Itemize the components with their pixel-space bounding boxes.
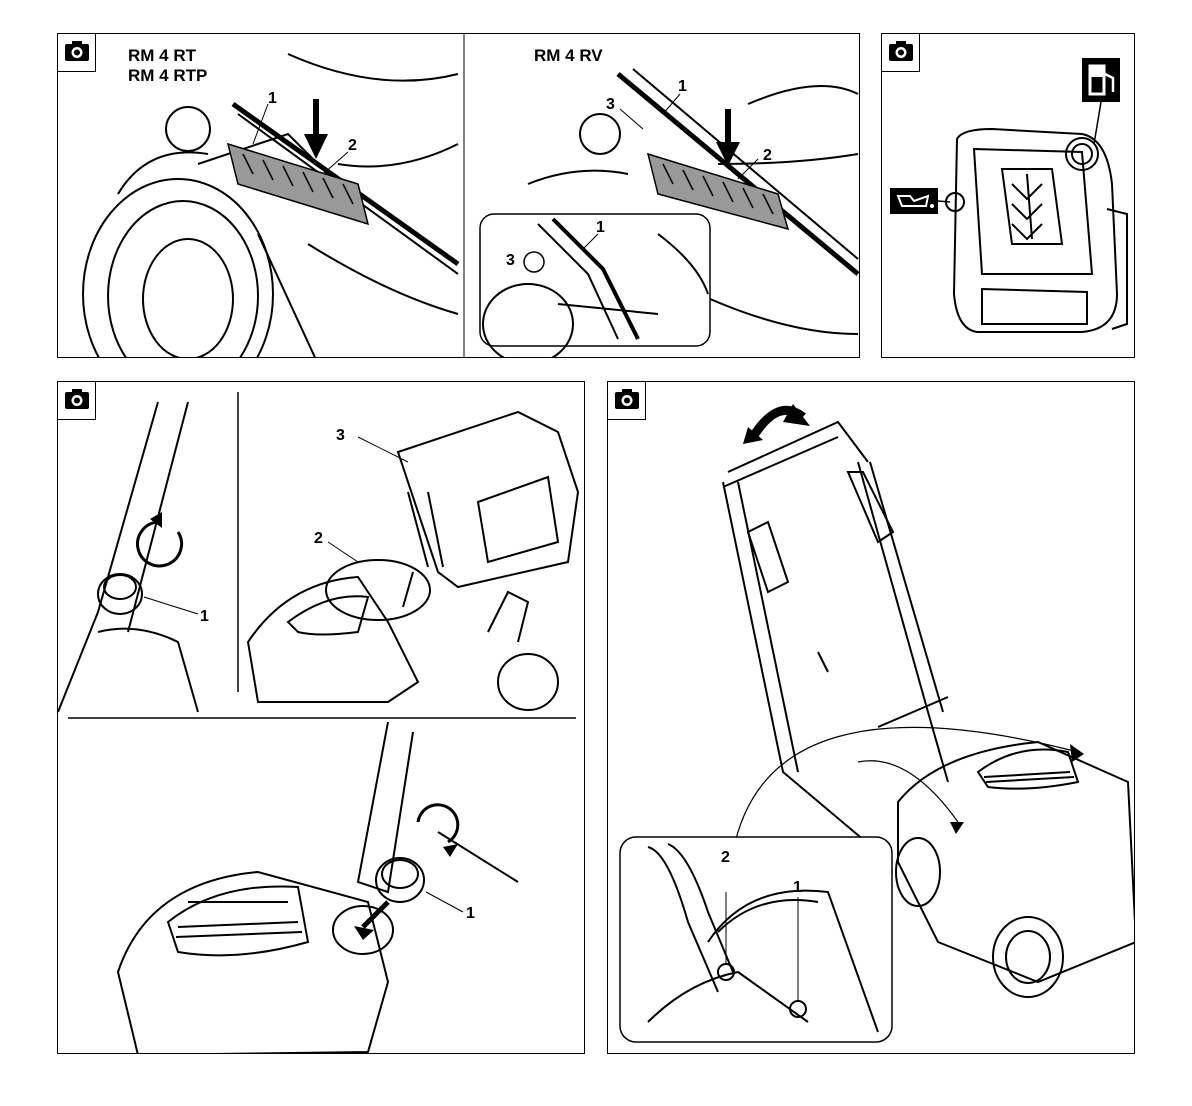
callout-inset-1: 1 [596,219,605,237]
panel-handle-adjustment: 2 1 [607,381,1135,1054]
model-label-rm4rv: RM 4 RV [534,46,603,66]
callout-cap-bottom-1: 1 [466,905,475,923]
callout-right-3: 3 [606,96,615,114]
mower-illustration [608,382,1135,1054]
model-label-rm4rtp: RM 4 RTP [128,66,207,86]
callout-right-1: 1 [678,78,687,96]
panel-fuel-filling: 1 2 3 1 [57,381,585,1054]
callout-canister-3: 3 [336,427,345,445]
callout-cap-top-1: 1 [200,608,209,626]
callout-left-2: 2 [348,137,357,155]
callout-bolt-1: 1 [793,879,802,897]
refuel-illustration [58,382,585,1054]
panel-engine-fill-points [881,33,1135,358]
callout-right-2: 2 [763,147,772,165]
engine-illustration [882,34,1135,358]
callout-hose-2: 2 [314,530,323,548]
callout-bolt-2: 2 [721,849,730,867]
callout-left-1: 1 [268,90,277,108]
panel-handle-cable-routing: RM 4 RT RM 4 RTP RM 4 RV 1 2 3 1 2 1 3 [57,33,860,358]
callout-inset-3: 3 [506,252,515,270]
model-label-rm4rt: RM 4 RT [128,46,196,66]
